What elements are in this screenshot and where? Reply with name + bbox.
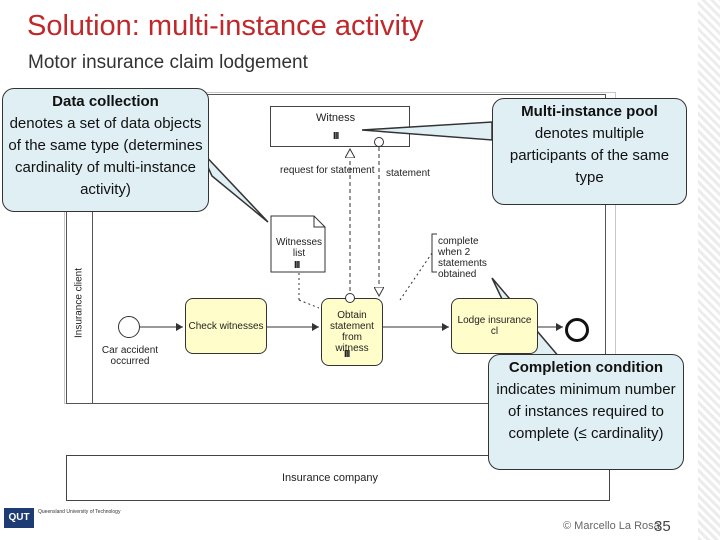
annotation-bracket <box>431 233 437 273</box>
callout-pool-body: denotes multiple participants of the sam… <box>509 125 670 186</box>
task-lodge-claim[interactable]: Lodge insurance cl <box>451 298 538 354</box>
callout-completion-body: indicates minimum number of instances re… <box>496 381 676 442</box>
start-event-icon[interactable] <box>118 316 140 338</box>
pool-header-divider <box>92 94 93 404</box>
slide-subtitle: Motor insurance claim lodgement <box>28 52 308 73</box>
callout-multi-instance-pool: Multi-instance pool denotes multiple par… <box>492 98 687 205</box>
completion-annotation: complete when 2 statements obtained <box>438 236 487 280</box>
page-number: 35 <box>654 518 671 535</box>
task-multi-instance-marker: III <box>344 349 350 360</box>
end-event-icon[interactable] <box>565 318 589 342</box>
message-label-statement: statement <box>386 168 430 179</box>
insurance-client-pool <box>66 94 606 404</box>
callout-completion-condition: Completion condition indicates minimum n… <box>488 354 684 470</box>
annotation-association <box>399 252 433 301</box>
message-source-icon <box>374 137 384 147</box>
data-collection-icon <box>270 215 326 273</box>
message-label-request: request for statement <box>280 165 375 176</box>
callout-pointer-data-collection <box>199 149 269 223</box>
callout-completion-heading: Completion condition <box>508 359 664 376</box>
callout-data-collection-heading: Data collection <box>52 93 159 110</box>
footer-copyright: © Marcello La Rosa <box>563 520 660 532</box>
start-event-label: Car accident occurred <box>101 345 159 367</box>
data-object-label: Witnesses list <box>275 237 323 259</box>
decorative-stripe <box>698 0 720 540</box>
task-check-witnesses[interactable]: Check witnesses <box>185 298 267 354</box>
callout-data-collection: Data collection denotes a set of data ob… <box>2 88 209 212</box>
slide-title: Solution: multi-instance activity <box>27 10 424 42</box>
message-catch-icon <box>345 293 355 303</box>
data-collection-marker: III <box>294 260 300 271</box>
qut-logo: QUT <box>4 508 34 528</box>
task-obtain-statement[interactable]: Obtain statement from witness <box>321 298 383 366</box>
callout-pool-heading: Multi-instance pool <box>521 103 658 120</box>
insurance-company-label: Insurance company <box>282 472 378 484</box>
witness-pool <box>270 106 410 147</box>
callout-data-collection-body: denotes a set of data objects of the sam… <box>8 115 203 198</box>
witness-multi-instance-marker: III <box>333 131 339 142</box>
witness-pool-label: Witness <box>316 112 356 124</box>
qut-logo-text: Queensland University of Technology <box>38 509 121 515</box>
data-association-2 <box>298 299 320 309</box>
